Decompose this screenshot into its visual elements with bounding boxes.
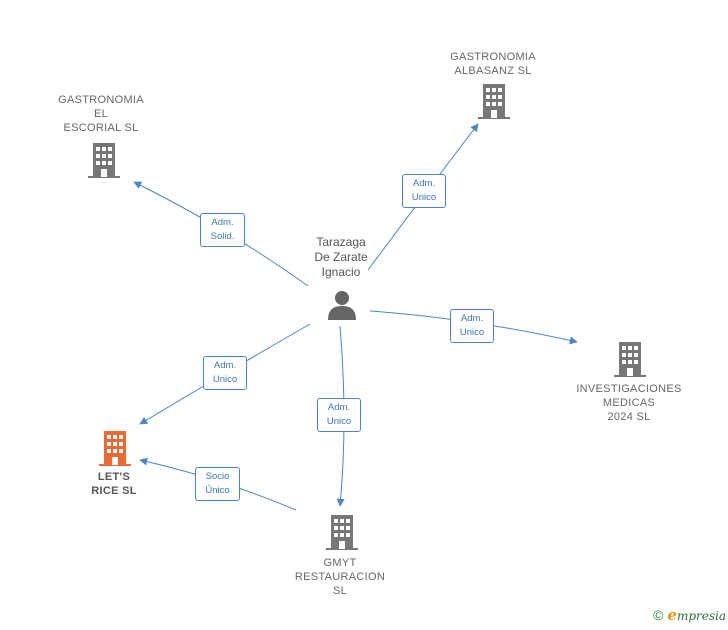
edge-label-socio-unico: Socio Único — [195, 467, 240, 501]
node-label-gastronomia-el-escorial[interactable]: GASTRONOMIA EL ESCORIAL SL — [58, 94, 144, 134]
node-label-person[interactable]: Tarazaga De Zarate Ignacio — [314, 235, 368, 279]
person-icon — [328, 291, 356, 320]
copyright-icon: © — [653, 607, 664, 623]
building-icon — [326, 515, 358, 550]
node-label-investigaciones-medicas[interactable]: INVESTIGACIONES MEDICAS 2024 SL — [576, 383, 682, 423]
building-icon — [614, 342, 646, 377]
edge-label-adm-unico-lets-rice: Adm. Unico — [203, 356, 247, 390]
node-label-gastronomia-albasanz[interactable]: GASTRONOMIA ALBASANZ SL — [450, 51, 536, 77]
edge-label-adm-unico-investigaciones: Adm. Unico — [450, 309, 494, 343]
building-icon-highlight — [99, 431, 131, 466]
edge-label-adm-unico-gmyt: Adm. Unico — [317, 398, 361, 432]
node-label-gmyt-restauracion[interactable]: GMYT RESTAURACION SL — [294, 557, 386, 597]
edge-label-adm-unico-albasanz: Adm. Unico — [402, 174, 446, 208]
node-label-lets-rice[interactable]: LET'S RICE SL — [91, 471, 137, 497]
empresia-logo: ©empresia — [653, 606, 726, 624]
building-icon — [88, 143, 120, 178]
building-icon — [478, 84, 510, 119]
edge-label-adm-solid: Adm. Solid. — [200, 213, 245, 247]
